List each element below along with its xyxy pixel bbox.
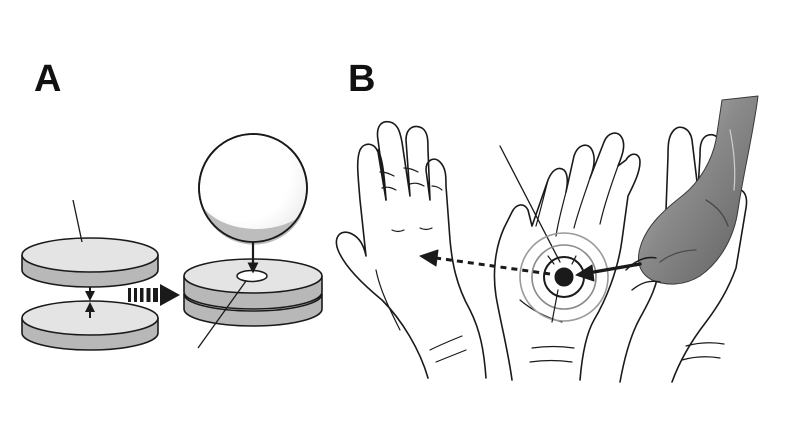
palm-leader-line (499, 145, 561, 263)
sphere (198, 133, 308, 245)
force-arrow-icon (575, 262, 642, 282)
propagation-arrow-icon (419, 249, 551, 276)
panel-a-label: A (34, 58, 62, 100)
stack-leader-line (197, 280, 247, 349)
panel-b (335, 95, 759, 383)
panel-a (21, 133, 323, 351)
bone-tool (638, 95, 759, 285)
transition-arrow-icon (128, 284, 180, 306)
left-hand (335, 120, 487, 379)
stacked-discs (183, 258, 323, 327)
disc-leader-line (72, 199, 83, 243)
upper-disc (21, 237, 159, 288)
panel-b-label: B (348, 58, 376, 100)
impact-spot (236, 269, 268, 283)
